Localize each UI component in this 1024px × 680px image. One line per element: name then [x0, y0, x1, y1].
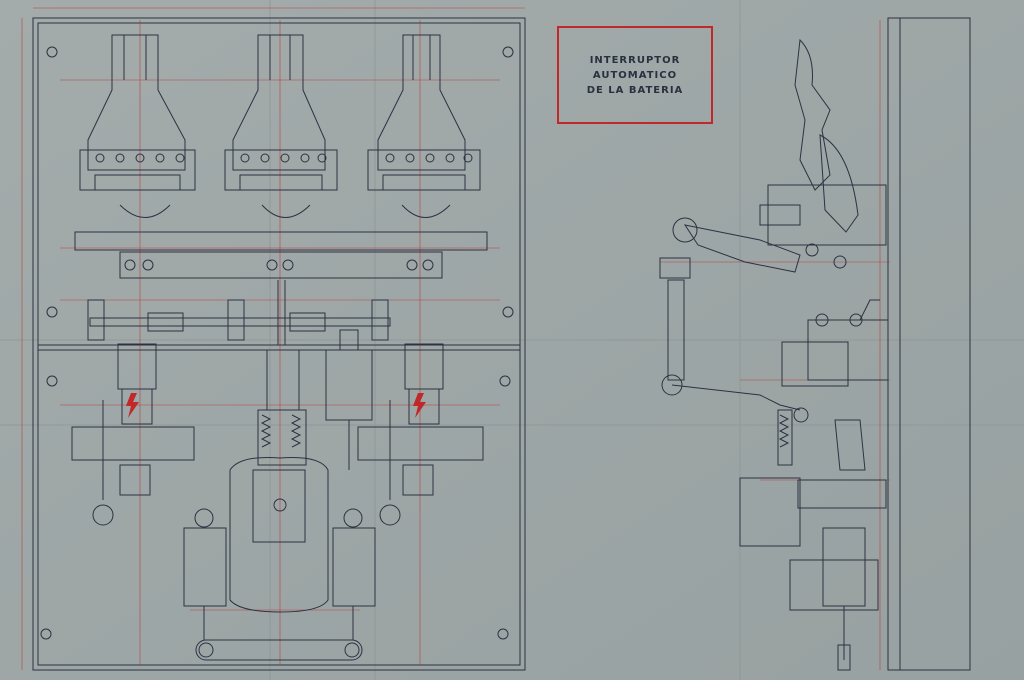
trip-coil-left — [71, 343, 195, 526]
operating-lever — [683, 224, 801, 273]
trip-coil-right — [357, 343, 484, 526]
lightning-bolt-icon — [126, 393, 139, 418]
panel-frame-inner — [37, 22, 521, 666]
contact-pole-1 — [79, 34, 196, 191]
contact-pole-2 — [224, 34, 338, 191]
panel-frame-outer — [32, 17, 526, 671]
main-crossbar — [119, 251, 443, 279]
title-line-2: AUTOMATICO — [593, 70, 677, 81]
side-view — [659, 17, 971, 671]
title-line-3: DE LA BATERIA — [587, 85, 684, 96]
lightning-bolt-icon — [413, 393, 426, 418]
pivot-pin — [805, 243, 819, 257]
title-line-1: INTERRUPTOR — [590, 55, 681, 66]
contact-arm — [794, 38, 831, 191]
mounting-holes — [40, 46, 514, 640]
linkage-shaft — [89, 317, 391, 327]
front-view — [21, 7, 526, 671]
title-block-frame — [557, 26, 713, 124]
contact-pole-3 — [367, 34, 481, 191]
central-mechanism — [183, 329, 376, 661]
